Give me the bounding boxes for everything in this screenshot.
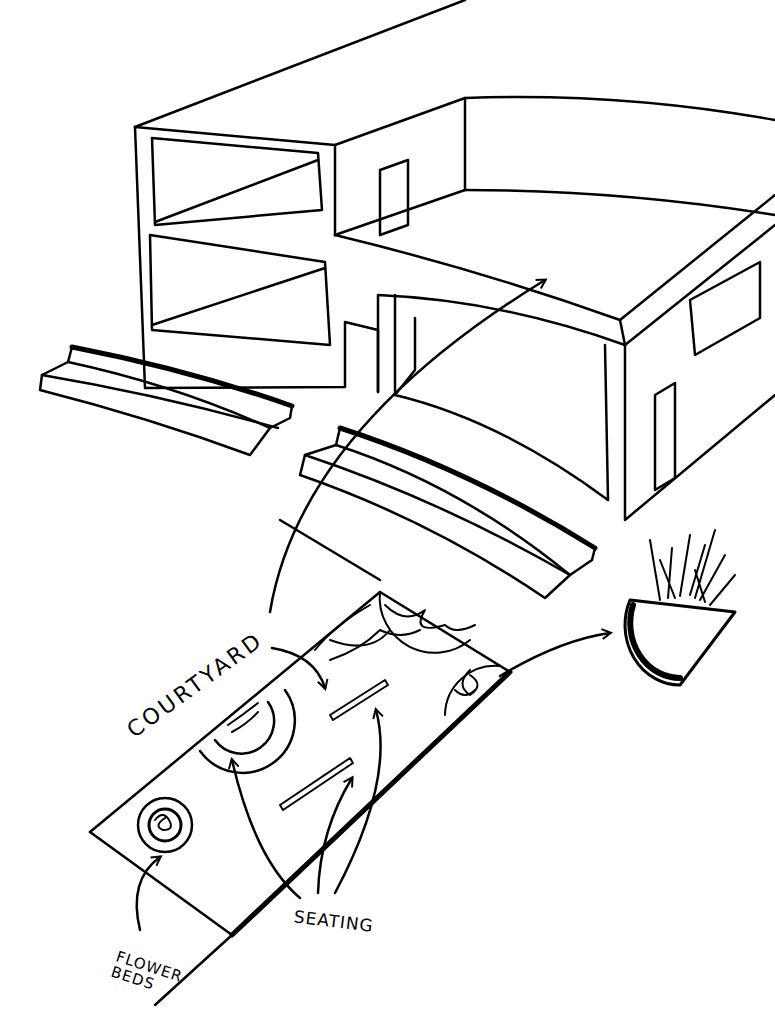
planter-illustration xyxy=(625,530,735,685)
callout-label: FLOWER BEDS xyxy=(107,949,197,1005)
courtyard-plan xyxy=(90,592,510,1005)
area-label: COURTYARD xyxy=(121,627,269,743)
building xyxy=(135,0,775,520)
callout-label: SEATING xyxy=(291,908,377,936)
curved-bench xyxy=(40,347,292,455)
curved-bench xyxy=(300,428,595,598)
leader-arrow xyxy=(137,280,610,930)
